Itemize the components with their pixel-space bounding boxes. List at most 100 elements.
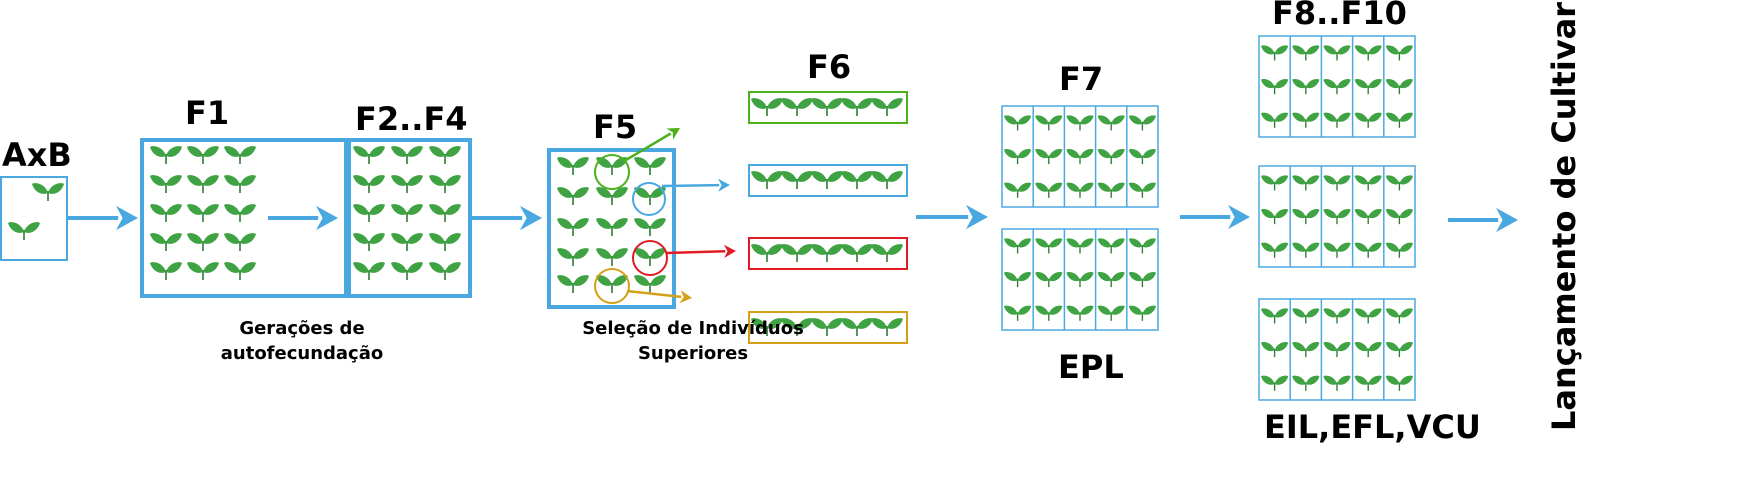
- f8-middle-plant-icon: [1322, 174, 1352, 192]
- arrow-select-green-shaft: [625, 132, 672, 162]
- f1-plant-icon: [223, 203, 257, 223]
- stage-label-f2-f4: F2..F4: [355, 100, 468, 138]
- f5-plant-icon: [556, 156, 590, 176]
- f6-plant-icon: [870, 170, 904, 190]
- arrow-select-blue-shaft: [661, 183, 720, 188]
- f8-bottom-plant-icon: [1260, 307, 1289, 325]
- f6-plant-icon: [870, 317, 904, 337]
- f1-plant-icon: [223, 174, 257, 194]
- selection-caption-line2: Superiores: [637, 343, 749, 364]
- f6-row-box: [748, 237, 908, 270]
- f8-top-plant-icon: [1322, 111, 1352, 129]
- f6-plant-icon: [750, 243, 784, 263]
- f5-plant-icon: [556, 186, 590, 206]
- f6-plant-icon: [780, 243, 814, 263]
- f7-top-plant-icon: [1034, 181, 1064, 199]
- f8-top-plant-icon: [1260, 44, 1289, 62]
- f6-plant-icon: [750, 97, 784, 117]
- f8-bottom-plant-icon: [1353, 307, 1383, 325]
- f8-middle-plant-icon: [1260, 174, 1289, 192]
- stage-label-f7: F7: [1059, 60, 1104, 98]
- f1-plant-icon: [186, 261, 220, 281]
- f8-bottom-plant-icon: [1322, 374, 1352, 392]
- epl-label: EPL: [1058, 348, 1124, 386]
- f1-plant-icon: [186, 174, 220, 194]
- f8-top-plant-icon: [1291, 111, 1321, 129]
- f7-top-plant-icon: [1096, 114, 1126, 132]
- f8-bottom-plant-icon: [1322, 341, 1352, 358]
- f7-bottom-plant-icon: [1096, 237, 1126, 255]
- f1-plant-icon: [186, 203, 220, 223]
- f5-plant-icon: [633, 274, 667, 294]
- f1-plant-icon: [149, 203, 183, 223]
- f8-bottom-plant-icon: [1291, 307, 1321, 325]
- f7-bottom-plant-icon: [1128, 304, 1157, 322]
- cultivar-release-label: Lançamento de Cultivar: [1545, 1, 1583, 431]
- f1-plant-icon: [223, 261, 257, 281]
- f8-bottom-plant-icon: [1353, 341, 1383, 358]
- f7-top-plant-icon: [1128, 114, 1157, 132]
- f2-f4-box: [344, 138, 472, 298]
- f7-top-plant-icon: [1065, 181, 1095, 199]
- f8-bottom-plot-box: [1258, 298, 1416, 401]
- f2-f4-plant-icon: [428, 174, 462, 194]
- f6-plant-icon: [840, 317, 874, 337]
- f5-plant-icon: [556, 217, 590, 237]
- f6-plant-icon: [750, 170, 784, 190]
- arrow-f2-f5-head: [520, 205, 542, 231]
- f6-plant-icon: [840, 97, 874, 117]
- f2-f4-plant-icon: [352, 174, 386, 194]
- stage-label-f1: F1: [185, 94, 230, 132]
- f7-bottom-plant-icon: [1065, 304, 1095, 322]
- f7-top-plant-icon: [1096, 148, 1126, 165]
- f1-box: [140, 138, 351, 298]
- f1-plant-icon: [223, 232, 257, 252]
- f7-bottom-plant-icon: [1128, 271, 1157, 288]
- f5-plant-icon: [556, 274, 590, 294]
- f8-middle-plant-icon: [1353, 241, 1383, 259]
- f6-plant-icon: [870, 243, 904, 263]
- f1-plant-icon: [149, 261, 183, 281]
- f8-bottom-plant-icon: [1385, 374, 1414, 392]
- stage-label-f5: F5: [593, 108, 638, 146]
- f2-f4-plant-icon: [390, 174, 424, 194]
- f8-middle-plant-icon: [1385, 241, 1414, 259]
- f8-top-plant-icon: [1385, 111, 1414, 129]
- f8-bottom-plant-icon: [1260, 374, 1289, 392]
- f7-top-plot-box: [1001, 105, 1159, 208]
- selfing-caption: Gerações de autofecundação: [212, 316, 392, 366]
- f8-top-plant-icon: [1385, 44, 1414, 62]
- f2-f4-plant-icon: [428, 261, 462, 281]
- f2-f4-plant-icon: [352, 145, 386, 165]
- f7-top-plant-icon: [1003, 114, 1032, 132]
- f1-plant-icon: [149, 232, 183, 252]
- f2-f4-plant-icon: [390, 145, 424, 165]
- f6-plant-icon: [810, 97, 844, 117]
- select-circle-blue: [632, 182, 666, 216]
- f8-top-plant-icon: [1260, 111, 1289, 129]
- selfing-caption-line1: Gerações de: [239, 318, 365, 339]
- f5-plant-icon: [595, 274, 629, 294]
- f7-bottom-plant-icon: [1034, 271, 1064, 288]
- f8-bottom-plant-icon: [1291, 374, 1321, 392]
- f7-bottom-plot-box: [1001, 228, 1159, 331]
- parent-a-plant-icon: [31, 182, 65, 202]
- f8-bottom-plant-icon: [1353, 374, 1383, 392]
- arrow-select-gold-head: [679, 290, 692, 304]
- f6-plant-icon: [810, 170, 844, 190]
- f6-row-box: [748, 311, 908, 344]
- f8-bottom-plant-icon: [1291, 341, 1321, 358]
- f7-top-plant-icon: [1096, 181, 1126, 199]
- f7-top-plant-icon: [1003, 181, 1032, 199]
- f5-plant-icon: [556, 247, 590, 267]
- f8-bottom-plant-icon: [1260, 341, 1289, 358]
- f7-bottom-plant-icon: [1003, 237, 1032, 255]
- f8-middle-plant-icon: [1353, 208, 1383, 225]
- arrow-f8-release-head: [1496, 207, 1518, 233]
- f2-f4-plant-icon: [390, 232, 424, 252]
- f6-plant-icon: [810, 243, 844, 263]
- f7-bottom-plant-icon: [1096, 304, 1126, 322]
- f5-plant-icon: [633, 156, 667, 176]
- f8-middle-plant-icon: [1291, 174, 1321, 192]
